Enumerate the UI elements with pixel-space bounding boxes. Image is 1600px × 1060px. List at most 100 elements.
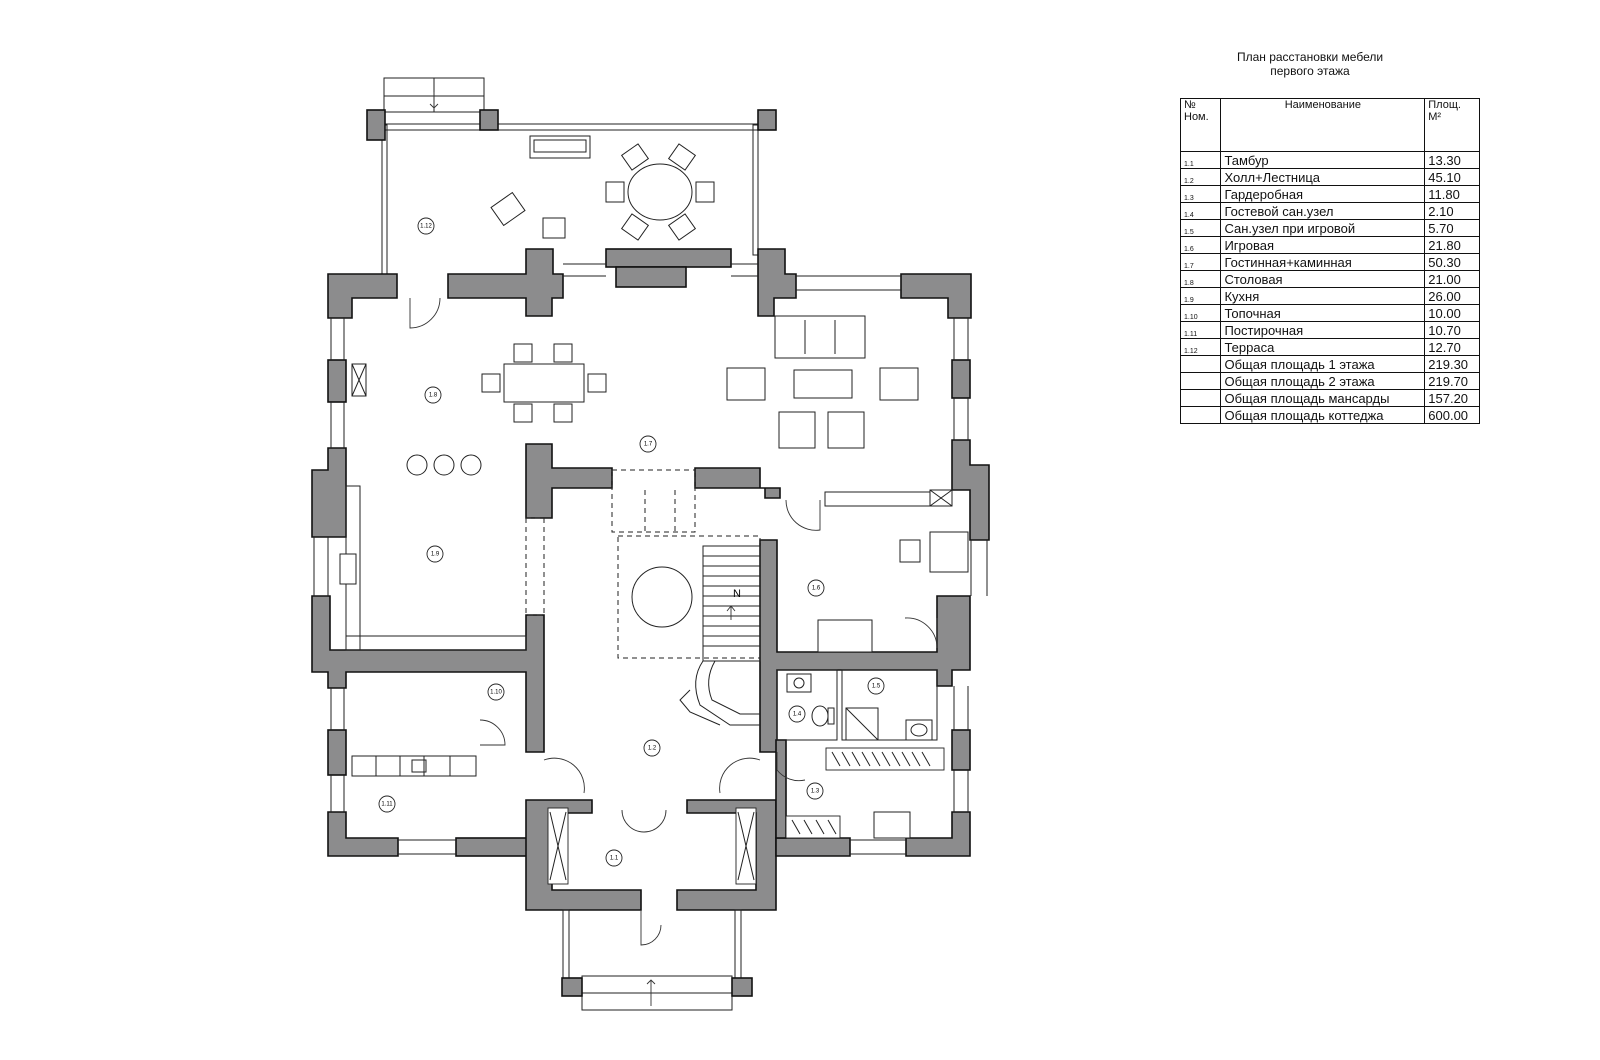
room-name-cell: Сан.узел при игровой	[1220, 219, 1426, 237]
wall-segment	[951, 439, 990, 541]
room-number-cell: 1.6	[1179, 236, 1222, 254]
room-marker-terrace: 1.12	[417, 217, 435, 235]
room-name-cell: Гостевой сан.узел	[1220, 202, 1426, 220]
wall-segment	[311, 447, 347, 538]
room-area-cell: 5.70	[1424, 219, 1480, 237]
room-number-label: 1.11	[381, 802, 393, 808]
room-area-cell: 10.70	[1424, 321, 1480, 339]
wall-segment	[479, 109, 499, 131]
room-marker-hall: 1.2	[643, 739, 661, 757]
wall-segment	[615, 266, 687, 288]
room-name-cell: Общая площадь коттеджа	[1220, 406, 1426, 424]
room-number-label: 1.10	[490, 690, 502, 696]
room-number-cell: 1.7	[1179, 253, 1222, 271]
room-number-cell: 1.11	[1179, 321, 1222, 339]
hall-staircase: N	[543, 469, 761, 794]
room-number-cell: 1.2	[1179, 168, 1222, 186]
room-name-cell: Холл+Лестница	[1220, 168, 1426, 186]
room-marker-boiler: 1.10	[487, 683, 505, 701]
room-number-cell: 1.5	[1179, 219, 1222, 237]
wall-segment	[327, 811, 399, 857]
room-number-cell: 1.8	[1179, 270, 1222, 288]
room-name-cell: Общая площадь 2 этажа	[1220, 372, 1426, 390]
room-number-label: 1.1	[610, 856, 619, 862]
stair-arrow-label: N	[733, 588, 741, 600]
wall-segment	[605, 248, 732, 268]
room-marker-dining: 1.8	[424, 386, 442, 404]
room-marker-wardrobe: 1.3	[806, 782, 824, 800]
room-area-cell: 11.80	[1424, 185, 1480, 203]
room-area-cell: 21.80	[1424, 236, 1480, 254]
room-area-cell: 600.00	[1424, 406, 1480, 424]
wall-segment	[905, 811, 971, 857]
wall-segment	[757, 109, 777, 131]
living-room	[726, 315, 919, 449]
wall-segment	[327, 273, 398, 319]
room-area-cell: 2.10	[1424, 202, 1480, 220]
wall-segment	[525, 799, 642, 911]
wall-segment	[327, 729, 347, 776]
wall-segment	[951, 729, 971, 771]
room-name-cell: Гостинная+каминная	[1220, 253, 1426, 271]
room-number-label: 1.9	[431, 552, 440, 558]
room-marker-guest-wc: 1.4	[788, 705, 806, 723]
room-area-cell: 21.00	[1424, 270, 1480, 288]
playroom	[776, 489, 969, 782]
room-name-cell: Терраса	[1220, 338, 1426, 356]
room-name-cell: Столовая	[1220, 270, 1426, 288]
terrace	[366, 77, 777, 276]
room-name-cell: Топочная	[1220, 304, 1426, 322]
room-name-cell: Гардеробная	[1220, 185, 1426, 203]
wall-segment	[676, 799, 777, 911]
col-area-header: Площ. М²	[1424, 98, 1480, 152]
walls	[311, 248, 990, 911]
room-number-label: 1.3	[811, 789, 820, 795]
room-number-cell: 1.9	[1179, 287, 1222, 305]
legend-title: План расстановки мебели первого этажа	[1180, 50, 1440, 78]
room-area-cell: 50.30	[1424, 253, 1480, 271]
room-marker-kitchen: 1.9	[426, 545, 444, 563]
wall-segment	[757, 248, 797, 317]
room-number-cell: 1.12	[1179, 338, 1222, 356]
room-number-cell: 1.1	[1179, 151, 1222, 169]
vestibule	[547, 807, 757, 1011]
room-number-label: 1.4	[793, 712, 802, 718]
room-marker-play-wc: 1.5	[867, 677, 885, 695]
room-number-label: 1.8	[429, 393, 438, 399]
wall-segment	[561, 977, 583, 997]
dining-room	[351, 297, 607, 476]
room-number-label: 1.2	[648, 746, 657, 752]
room-area-cell: 26.00	[1424, 287, 1480, 305]
wall-segment	[951, 359, 971, 399]
room-number-cell: 1.4	[1179, 202, 1222, 220]
room-number-label: 1.7	[644, 442, 653, 448]
room-number-cell: 1.10	[1179, 304, 1222, 322]
wall-segment	[525, 443, 613, 519]
wall-segment	[327, 359, 347, 403]
bathrooms	[776, 669, 945, 839]
room-number-label: 1.12	[420, 224, 432, 230]
col-name-header: Наименование	[1220, 98, 1426, 152]
room-name-cell: Кухня	[1220, 287, 1426, 305]
kitchen	[339, 485, 545, 651]
wall-segment	[775, 837, 851, 857]
room-name-cell: Общая площадь 1 этажа	[1220, 355, 1426, 373]
room-area-cell: 12.70	[1424, 338, 1480, 356]
wall-segment	[447, 248, 564, 317]
room-number-cell: 1.3	[1179, 185, 1222, 203]
room-marker-living: 1.7	[639, 435, 657, 453]
